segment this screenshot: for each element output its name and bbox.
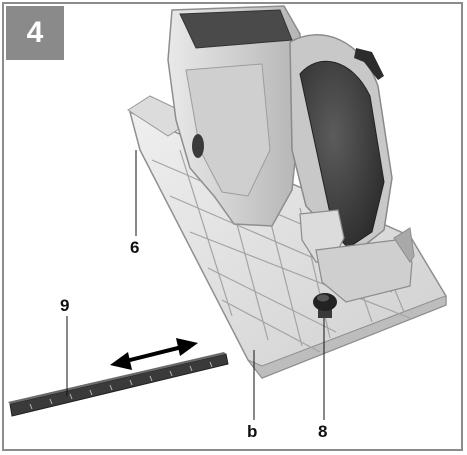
blade-guard (289, 34, 393, 253)
figure-number: 4 (26, 16, 44, 49)
parallel-guide (8, 352, 229, 417)
callout-cut-mark: b (247, 422, 258, 441)
callout-parallel-guide: 9 (60, 296, 70, 315)
front-bracket (299, 209, 415, 303)
motor-housing (167, 5, 301, 227)
callout-fence-guide: 6 (130, 238, 140, 257)
locking-knob (313, 293, 337, 318)
callout-locking-knob: 8 (318, 422, 328, 441)
leader-lines (66, 150, 325, 420)
double-headed-arrow-icon (110, 338, 198, 370)
figure-number-badge: 4 (6, 6, 64, 60)
